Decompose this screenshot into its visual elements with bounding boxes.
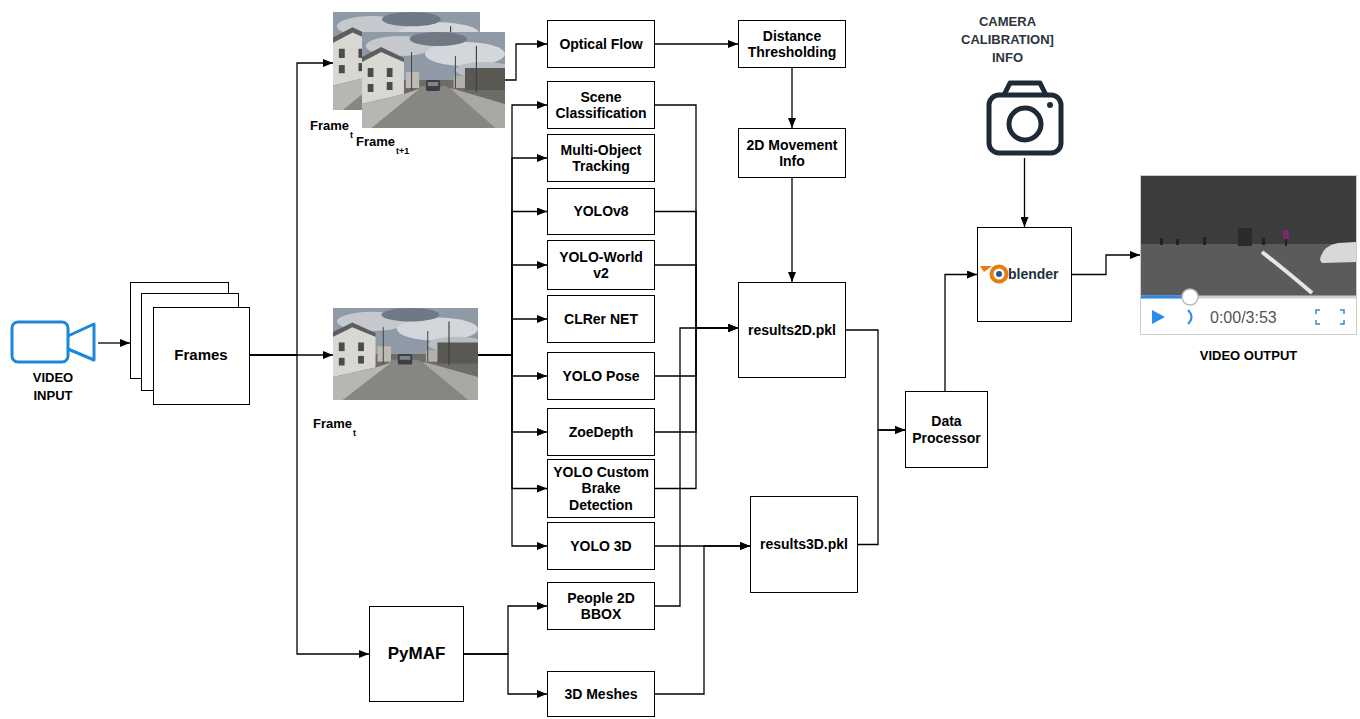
process-box: 3D Meshes (547, 671, 655, 717)
node-label: YOLO Custom Brake Detection (552, 464, 650, 512)
label-slot: Frame (310, 116, 349, 134)
flow-arrow (464, 654, 547, 694)
flow-arrow (1024, 158, 1025, 227)
process-box: PyMAF (369, 606, 464, 702)
flow-arrow (478, 265, 547, 355)
flow-arrow (791, 178, 792, 282)
node-label: YOLOv8 (573, 203, 628, 219)
label-slot: t (353, 422, 356, 440)
process-box: Data Processor (905, 391, 988, 468)
node-label: VIDEO OUTPUT (1200, 348, 1298, 363)
label-slot: t+1 (396, 140, 409, 158)
node-label: CAMERA CALIBRATION] INFO (961, 14, 1054, 65)
node-label: 3D Meshes (564, 686, 637, 702)
node-label: 2D Movement Info (743, 137, 841, 169)
node-label: Data Processor (910, 413, 983, 445)
node-label: 0:00/3:53 (1210, 309, 1277, 326)
input-icon: VIDEO INPUT (8, 318, 98, 404)
flow-arrow (98, 342, 130, 343)
label-slot: Frame (313, 414, 352, 432)
flow-arrow (655, 265, 738, 328)
node-label: Frame (310, 118, 349, 133)
flow-arrow (478, 212, 547, 356)
process-box: 2D Movement Info (738, 128, 846, 178)
node-label: t+1 (396, 146, 409, 156)
node-label: Frame (356, 134, 395, 149)
flow-arrow (464, 606, 547, 654)
node-label: t (353, 428, 356, 438)
process-box: results3D.pkl (750, 496, 858, 593)
process-box: YOLO 3D (547, 522, 655, 570)
process-box: ZoeDepth (547, 408, 655, 456)
process-box: YOLO Pose (547, 352, 655, 400)
node-label: CLRer NET (564, 311, 638, 327)
node-label: YOLO Pose (562, 368, 639, 384)
flow-arrow (655, 43, 738, 44)
process-box: Scene Classification (547, 81, 655, 129)
node-label: Frames (174, 346, 227, 363)
label-slot: VIDEO INPUT (27, 368, 79, 404)
flow-arrow (846, 330, 905, 430)
process-box: Distance Thresholding (738, 20, 846, 68)
process-box: People 2D BBOX (547, 582, 655, 630)
process-box: Multi-Object Tracking (547, 134, 655, 182)
flow-arrow (249, 63, 333, 355)
node-label: blender (1008, 266, 1059, 282)
process-box: CLRer NET (547, 295, 655, 343)
flow-arrow (858, 430, 905, 545)
camera-icon: CAMERA CALIBRATION] INFO (950, 8, 1065, 158)
flow-arrow (478, 355, 547, 546)
flow-arrow (505, 44, 547, 80)
process-box: YOLO Custom Brake Detection (547, 459, 655, 518)
label-slot: Frames (153, 346, 249, 364)
node-label: t (350, 130, 353, 140)
label-slot: CAMERA CALIBRATION] INFO (950, 12, 1065, 66)
label-slot: 0:00/3:53 (1210, 309, 1277, 327)
blender-box: blender (977, 227, 1072, 322)
node-label: Multi-Object Tracking (552, 142, 650, 174)
flow-arrow (655, 105, 738, 328)
flow-arrow (478, 158, 547, 355)
process-box: YOLOv8 (547, 188, 655, 235)
node-label: VIDEO INPUT (33, 370, 73, 403)
label-slot: Frame (356, 132, 395, 150)
node-label: People 2D BBOX (552, 590, 650, 622)
flow-arrow (655, 212, 738, 329)
node-label: YOLO-World v2 (552, 249, 650, 281)
node-label: PyMAF (388, 644, 446, 664)
flow-arrow (791, 68, 792, 128)
flow-arrow (945, 275, 977, 392)
label-slot: blender (1008, 265, 1059, 283)
node-label: results3D.pkl (760, 536, 848, 552)
node-label: Distance Thresholding (743, 28, 841, 60)
flow-arrow (655, 546, 750, 694)
flow-arrow (655, 328, 738, 489)
node-label: results2D.pkl (748, 322, 836, 338)
node-label: YOLO 3D (570, 538, 631, 554)
flow-arrow (478, 319, 547, 355)
process-box: YOLO-World v2 (547, 240, 655, 290)
label-slot: VIDEO OUTPUT (1140, 346, 1357, 364)
label-slot: t (350, 124, 353, 142)
video-player: 0:00/3:53VIDEO OUTPUT (1140, 175, 1357, 335)
frame-image: Framet (333, 308, 478, 400)
node-label: ZoeDepth (569, 424, 634, 440)
process-box: Optical Flow (547, 20, 655, 68)
frame-pair-image: FrametFramet+1 (333, 12, 505, 128)
node-label: Optical Flow (559, 36, 642, 52)
flow-arrow (655, 328, 738, 606)
flow-arrow (1072, 255, 1140, 275)
flow-arrow (249, 355, 369, 654)
node-label: Scene Classification (552, 89, 650, 121)
process-box: results2D.pkl (738, 282, 846, 378)
flow-arrow (478, 105, 547, 355)
frame-stack: Frames (130, 282, 249, 404)
node-label: Frame (313, 416, 352, 431)
